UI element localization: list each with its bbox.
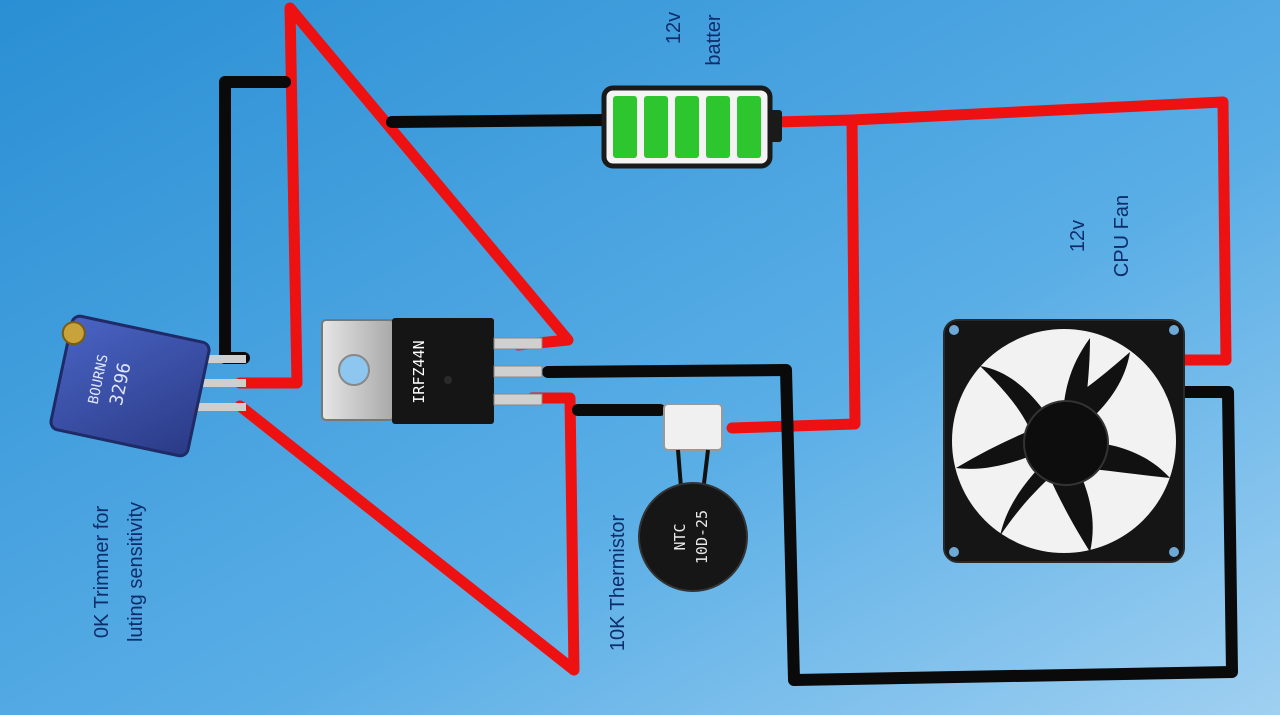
wires: [219, 2, 1238, 686]
thermistor: NTC 10D-25: [638, 403, 748, 592]
thermistor-lead-sleeve: [663, 403, 723, 451]
mosfet-source-leg: [493, 393, 543, 406]
mosfet-mount-hole: [338, 354, 370, 386]
mosfet-body: [392, 318, 494, 424]
mosfet: IRFZ44N: [321, 318, 543, 424]
mosfet-part-label: IRFZ44N: [410, 340, 428, 403]
battery-cell: [706, 96, 730, 158]
battery-name-label: batter: [703, 14, 725, 65]
mosfet-dot: [444, 376, 452, 384]
trimmer-pin: [186, 403, 246, 411]
battery-voltage-label: 12v: [663, 12, 685, 44]
trimmer-pin: [186, 355, 246, 363]
trimmer-label-line1: 0K Trimmer for: [91, 506, 113, 639]
fan-mount-hole: [949, 547, 959, 557]
fan-mount-hole: [949, 325, 959, 335]
thermistor-type-label: NTC: [671, 523, 689, 550]
trimmer-potentiometer: BOURNS 3296: [49, 314, 246, 458]
wire-red-trimmer-left-loop: [234, 2, 574, 389]
fan-icon: [943, 319, 1185, 563]
thermistor-label: 10K Thermistor: [607, 514, 629, 651]
fan-mount-hole: [1169, 325, 1179, 335]
trimmer-pin: [186, 379, 246, 387]
trimmer-label-line2: luting sensitivity: [125, 502, 147, 642]
thermistor-disc: [638, 482, 748, 592]
trimmer-adjust-screw: [61, 321, 86, 346]
fan-voltage-label: 12v: [1067, 220, 1089, 252]
battery-cell: [675, 96, 699, 158]
wire-red-battery-to-thermistor: [726, 114, 861, 434]
battery-label: 12v: [663, 12, 685, 44]
fan-hub: [1023, 400, 1109, 486]
trimmer-body: [49, 314, 211, 458]
battery-cell: [613, 96, 637, 158]
thermistor-model-label: 10D-25: [693, 510, 711, 564]
fan-name-label: CPU Fan: [1111, 195, 1133, 277]
mosfet-gate-leg: [493, 337, 543, 350]
battery: [601, 85, 782, 169]
wire-red-trimmer-to-mosfet-source: [234, 392, 580, 676]
battery-cell: [644, 96, 668, 158]
battery-cell: [737, 96, 761, 158]
wire-black-battery-negative: [386, 114, 612, 128]
wire-black-mosfet-to-fan: [542, 364, 1238, 686]
battery-terminal: [768, 110, 782, 142]
wire-red-battery-to-fan: [846, 96, 1232, 366]
mosfet-drain-leg: [493, 365, 543, 378]
fan-mount-hole: [1169, 547, 1179, 557]
